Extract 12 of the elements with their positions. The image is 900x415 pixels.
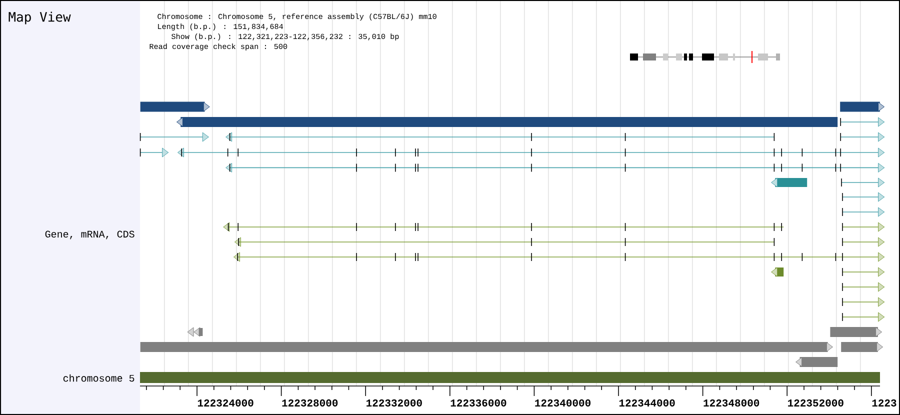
tick-label: 122344000 bbox=[619, 399, 675, 407]
tick-label: 122340000 bbox=[535, 399, 590, 407]
tick-label: 122324000 bbox=[198, 399, 254, 407]
tick-label: 122328000 bbox=[282, 399, 338, 407]
tick-label: 122336000 bbox=[450, 399, 506, 407]
view-title: Map View bbox=[8, 12, 71, 24]
tick-label: 1223 bbox=[872, 399, 896, 407]
tick-label: 122348000 bbox=[704, 399, 760, 407]
track-label: Gene, mRNA, CDS bbox=[45, 230, 134, 240]
tick-label: 122352000 bbox=[788, 399, 844, 407]
tick-label: 122332000 bbox=[366, 399, 422, 407]
track-label: chromosome 5 bbox=[63, 374, 134, 382]
